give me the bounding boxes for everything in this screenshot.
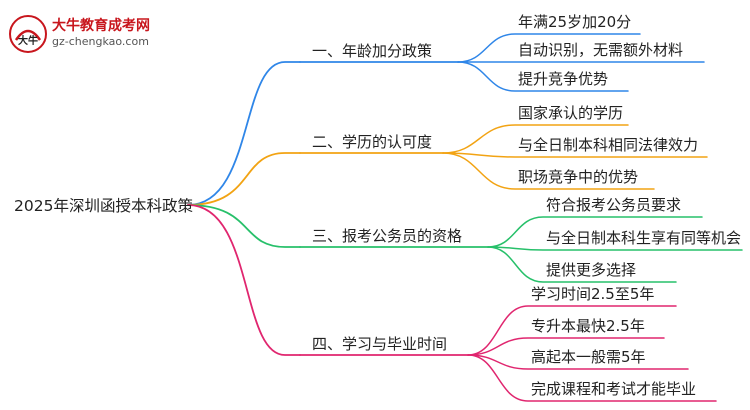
branch-4-connector: [187, 204, 301, 356]
logo-mark-text: 大牛: [18, 34, 38, 47]
branch-3-child-3-label: 提供更多选择: [546, 261, 637, 279]
branch-2-child-2-connector: [442, 152, 708, 158]
branch-3-label: 三、报考公务员的资格: [312, 227, 463, 245]
branch-3-connector: [187, 204, 301, 248]
branch-4-child-1-connector: [467, 305, 677, 356]
branch-2-child-3-label: 职场竞争中的优势: [518, 168, 639, 186]
branch-1-child-2-label: 自动识别，无需额外材料: [518, 41, 684, 59]
branch-3-child-2-connector: [487, 246, 743, 251]
branch-4-child-4-connector: [467, 354, 717, 402]
site-logo: 大牛 大牛教育成考网 gz-chengkao.com: [8, 14, 218, 54]
branch-3-child-1-label: 符合报考公务员要求: [546, 196, 682, 214]
logo-title: 大牛教育成考网: [52, 18, 150, 34]
branch-1-connector: [187, 61, 301, 206]
branch-2-connector: [187, 152, 301, 206]
logo-mark-icon: 大牛: [9, 15, 47, 53]
branch-1-label: 一、年龄加分政策: [312, 42, 433, 60]
branch-1-child-1-connector: [457, 33, 641, 63]
branch-4-label: 四、学习与毕业时间: [312, 335, 448, 353]
branch-3-child-3-connector: [487, 246, 677, 283]
branch-1-child-3-label: 提升竞争优势: [518, 70, 609, 88]
branch-4-child-4-label: 完成课程和考试才能毕业: [531, 380, 697, 398]
branch-3-child-2-label: 与全日制本科生享有同等机会: [546, 229, 742, 247]
branch-3-child-1-connector: [487, 216, 703, 248]
branch-2-label: 二、学历的认可度: [312, 133, 433, 151]
branch-1-child-1-label: 年满25岁加20分: [518, 13, 632, 31]
branch-2-child-2-label: 与全日制本科相同法律效力: [518, 136, 699, 154]
root-node: 2025年深圳函授本科政策: [14, 197, 193, 215]
branch-4-child-2-connector: [467, 337, 665, 356]
branch-2-child-1-label: 国家承认的学历: [518, 104, 624, 122]
branch-2-child-1-connector: [442, 124, 629, 154]
branch-4-child-3-label: 高起本一般需5年: [531, 348, 646, 366]
logo-url: gz-chengkao.com: [52, 35, 149, 48]
branch-4-child-1-label: 学习时间2.5至5年: [531, 285, 655, 303]
branch-1-child-3-connector: [457, 61, 629, 92]
branch-4-child-3-connector: [467, 354, 689, 370]
branch-4-child-2-label: 专升本最快2.5年: [531, 317, 645, 335]
branch-2-child-3-connector: [442, 152, 655, 190]
